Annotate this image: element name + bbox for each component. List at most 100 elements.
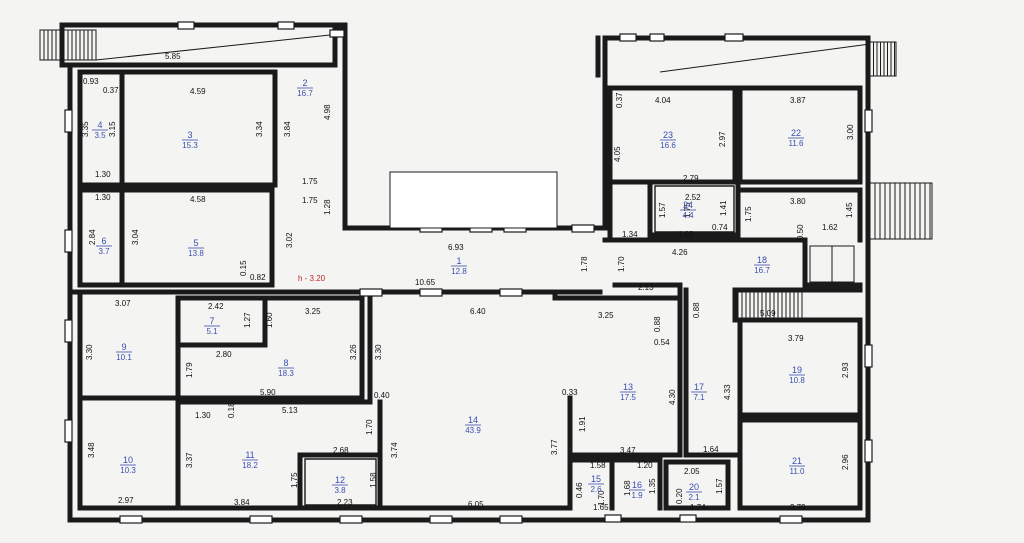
room-area: 11.6 (789, 139, 805, 148)
dim-label: 1.70 (617, 256, 626, 272)
dimension-labels: 5.85 0.93 0.37 4.59 3.35 3.15 3.34 3.84 … (81, 52, 855, 512)
room-number: 20 (689, 482, 699, 492)
dim-label: 3.84 (283, 121, 292, 137)
room-area: 7.1 (693, 393, 705, 402)
room-label: 63.7 (96, 236, 112, 256)
dim-label: 3.77 (550, 439, 559, 455)
room-number: 16 (632, 480, 642, 490)
dim-label: 1.75 (302, 196, 318, 205)
room-label: 910.1 (116, 342, 132, 362)
room-area: 16.7 (754, 266, 770, 275)
dim-label: 1.27 (243, 312, 252, 328)
dim-label: 2.05 (684, 467, 700, 476)
room-area: 18.3 (278, 369, 294, 378)
room-label: 75.1 (204, 316, 220, 336)
room-number: 3 (187, 130, 192, 140)
dim-label: 1.78 (580, 256, 589, 272)
room-area: 10.8 (789, 376, 805, 385)
dim-label: 2.79 (683, 174, 699, 183)
dim-label: 1.58 (369, 472, 378, 488)
dim-label: 1.30 (195, 411, 211, 420)
dim-label: 5.13 (282, 406, 298, 415)
room-label: 123.8 (332, 475, 348, 495)
dim-label: 2.96 (841, 454, 850, 470)
room-number: 1 (456, 256, 461, 266)
dim-label: 4.04 (655, 96, 671, 105)
dim-label: 1.75 (290, 472, 299, 488)
dim-label: 1.20 (637, 461, 653, 470)
room-area: 10.1 (116, 353, 132, 362)
interior-stairs (737, 245, 855, 318)
room-number: 23 (663, 130, 673, 140)
dim-label: 0.50 (796, 224, 805, 240)
room-number: 18 (757, 255, 767, 265)
room-number: 8 (283, 358, 288, 368)
room-label: 315.3 (182, 130, 198, 150)
room-label: 818.3 (278, 358, 294, 378)
dim-label: 3.02 (285, 232, 294, 248)
dim-label: 3.87 (790, 96, 806, 105)
dim-label: 3.74 (390, 442, 399, 458)
dim-label: 1.34 (622, 230, 638, 239)
room-label: 152.6 (588, 474, 604, 494)
room-number: 14 (468, 415, 478, 425)
room-number: 21 (792, 456, 802, 466)
dim-label: 1.68 (623, 480, 632, 496)
dim-label: 1.57 (715, 478, 724, 494)
dim-label: 3.35 (81, 121, 90, 137)
dim-label: 4.33 (723, 384, 732, 400)
room-area: 17.5 (620, 393, 636, 402)
dim-label: 2.52 (685, 193, 701, 202)
dim-label: 1.74 (690, 503, 706, 512)
room-area: 5.1 (206, 327, 218, 336)
dim-label: 0.33 (562, 388, 578, 397)
room-area: 2.6 (590, 485, 602, 494)
dim-label: 4.59 (190, 87, 206, 96)
dim-label: 5.09 (760, 309, 776, 318)
room-number: 24 (683, 200, 693, 210)
dim-label: 1.79 (185, 362, 194, 378)
dim-label: 1.57 (658, 202, 667, 218)
room-label: 216.7 (297, 78, 313, 98)
room-area: 2.1 (688, 493, 700, 502)
dim-label: 1.30 (95, 193, 111, 202)
room-number: 22 (791, 128, 801, 138)
dim-label: 3.47 (620, 446, 636, 455)
room-label: 244.4 (680, 200, 696, 220)
room-area: 10.3 (120, 466, 136, 475)
room-area: 12.8 (451, 267, 467, 276)
dim-label: 0.82 (250, 273, 266, 282)
dim-label: 4.30 (668, 389, 677, 405)
ceiling-height-label: h - 3.20 (298, 274, 326, 283)
dim-label: 0.15 (239, 260, 248, 276)
room-number: 15 (591, 474, 601, 484)
room-area: 18.2 (242, 461, 258, 470)
dim-label: 4.98 (323, 104, 332, 120)
dim-label: 4.58 (190, 195, 206, 204)
room-number: 19 (792, 365, 802, 375)
room-area: 3.5 (94, 131, 106, 140)
room-number: 17 (694, 382, 704, 392)
room-area: 16.7 (297, 89, 313, 98)
dim-label: 1.91 (578, 416, 587, 432)
dim-label: 1.70 (365, 419, 374, 435)
room-number: 6 (101, 236, 106, 246)
dim-label: 1.58 (590, 461, 606, 470)
dim-label: 3.04 (131, 229, 140, 245)
dim-label: 1.30 (95, 170, 111, 179)
dim-label: 3.30 (85, 344, 94, 360)
interior-walls (67, 69, 863, 511)
room-area: 3.7 (98, 247, 110, 256)
dim-label: 1.64 (703, 445, 719, 454)
windows (64, 21, 873, 524)
dim-label: 0.88 (692, 302, 701, 318)
dim-label: 3.07 (115, 299, 131, 308)
